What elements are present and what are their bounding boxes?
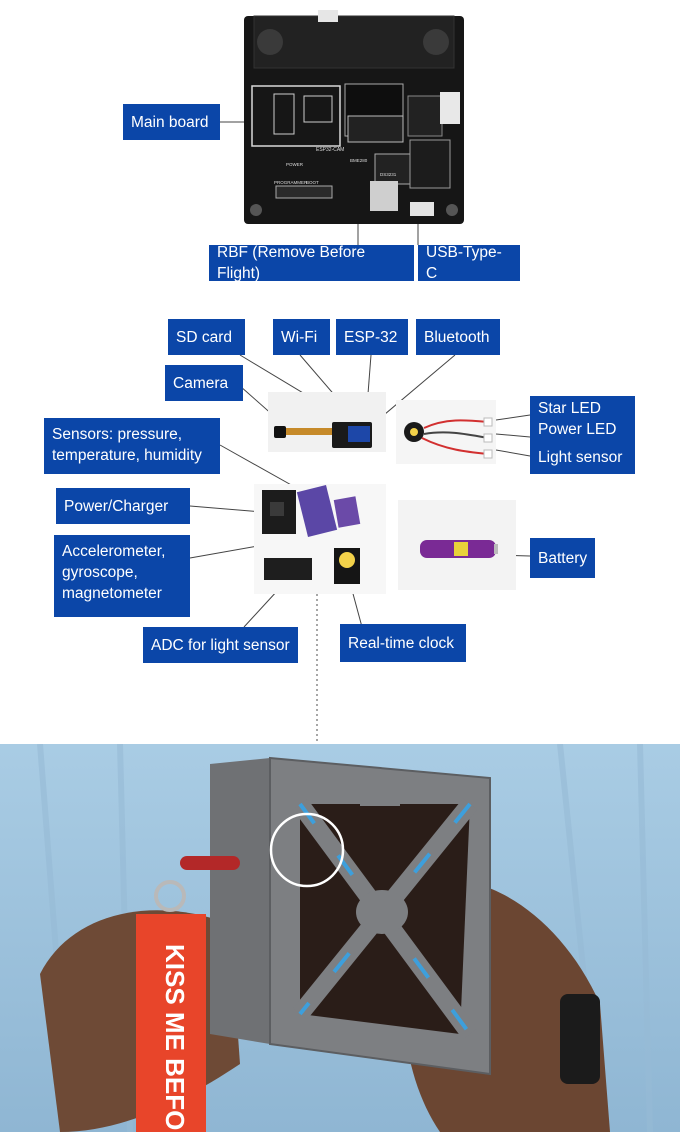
label-light-sensor-text: Light sensor [538,449,623,466]
label-rbf-text: RBF (Remove Before Flight) [217,244,366,282]
label-battery: Battery [530,538,595,578]
label-camera: Camera [165,365,243,401]
battery-photo [398,500,516,590]
label-sensors-line1: Sensors: pressure, [52,426,183,443]
label-sd-card: SD card [168,319,245,355]
label-light-sensor: Light sensor [530,440,635,474]
board-label-power: POWER [286,162,304,167]
label-sensors: Sensors: pressure, temperature, humidity [44,418,220,474]
label-adc-text: ADC for light sensor [151,636,290,654]
label-main-board: Main board [123,104,220,140]
label-star-led: Star LED [530,396,635,418]
label-accelerometer-line1: Accelerometer, [62,543,166,560]
led-sensor-cables-photo [396,400,496,464]
label-power-charger-text: Power/Charger [64,497,169,515]
label-battery-text: Battery [538,549,588,567]
board-label-boot: BOOT [306,180,319,185]
label-sensors-line2: temperature, humidity [52,447,202,464]
label-rbf: RBF (Remove Before Flight) [209,244,414,282]
sensor-boards-photo [254,484,386,594]
tag-text: KISS ME BEFORE [160,944,190,1132]
board-label-esp32-cam: ESP32-CAM [316,147,344,153]
label-power-charger: Power/Charger [56,488,190,524]
label-star-led-text: Star LED [538,400,601,417]
camera-module-photo [268,392,386,452]
label-esp32: ESP-32 [336,319,408,355]
board-label-ds3231: DS3231 [380,172,397,177]
label-accelerometer: Accelerometer, gyroscope, magnetometer [54,535,190,617]
label-adc: ADC for light sensor [143,627,298,663]
label-rtc: Real-time clock [340,624,466,662]
label-usb-type-c-text: USB-Type-C [426,244,502,282]
main-board-photo: ESP32-CAM PROGRAMMER BOOT POWER BME280 D… [244,10,464,224]
label-sd-card-text: SD card [176,328,232,346]
board-label-bme280: BME280 [350,158,368,163]
label-accelerometer-line2: gyroscope, [62,564,138,581]
label-camera-text: Camera [173,374,229,392]
label-power-led-text: Power LED [538,420,617,438]
label-rtc-text: Real-time clock [348,634,454,652]
label-bluetooth-text: Bluetooth [424,328,490,346]
label-wifi: Wi-Fi [273,319,330,355]
label-esp32-text: ESP-32 [344,328,398,346]
label-power-led: Power LED [530,418,635,440]
label-usb-type-c: USB-Type-C [418,244,520,282]
label-accelerometer-line3: magnetometer [62,585,162,602]
label-wifi-text: Wi-Fi [281,328,318,346]
label-bluetooth: Bluetooth [416,319,500,355]
highlight-circle [269,812,345,888]
board-label-programmer: PROGRAMMER [274,180,308,185]
label-main-board-text: Main board [131,113,209,131]
satellite-in-hands-photo: KISS ME BEFORE [0,744,680,1132]
